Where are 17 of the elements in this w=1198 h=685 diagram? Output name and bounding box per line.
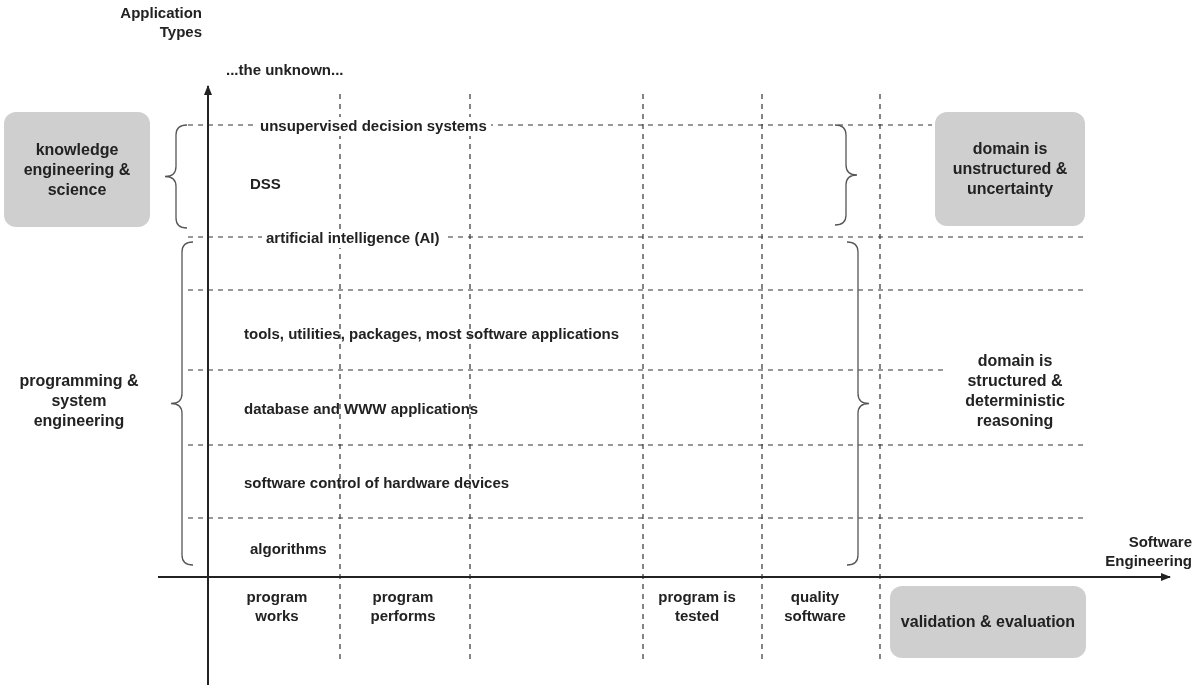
category-box: domain is unstructured & uncertainty [935,112,1085,226]
column-label: program is tested [657,588,737,626]
column-label: program performs [369,588,437,626]
row-label: algorithms [250,540,327,559]
annotation: ...the unknown... [226,61,344,80]
row-label: artificial intelligence (AI) [262,229,444,248]
row-label: unsupervised decision systems [256,117,491,136]
row-label: database and WWW applications [244,400,479,419]
row-label: software control of hardware devices [244,474,510,493]
category-box: knowledge engineering & science [4,112,150,227]
axis-label: Application Types [119,4,202,42]
column-label: quality software [783,588,847,626]
row-label: DSS [250,175,281,194]
category-box: validation & evaluation [890,586,1086,658]
row-label: tools, utilities, packages, most software applications [244,325,620,344]
column-label: program works [245,588,309,626]
axis-label: Software Engineering [1104,533,1192,571]
